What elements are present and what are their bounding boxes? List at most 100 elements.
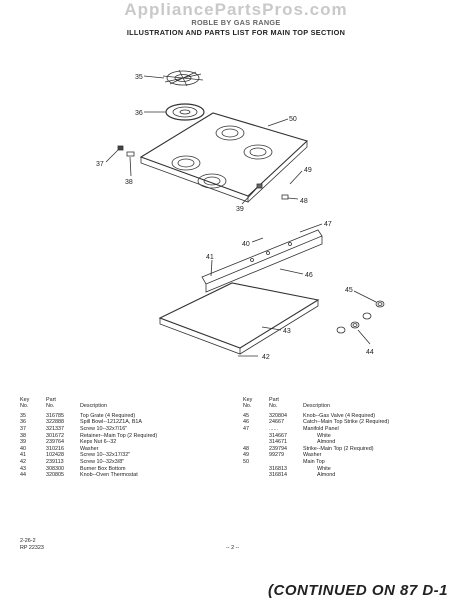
key-no: 35 bbox=[20, 412, 26, 419]
knob-oven-thermostat bbox=[350, 321, 360, 329]
retainer bbox=[126, 151, 135, 157]
key-no: 50 bbox=[243, 458, 249, 465]
part-no: 301672 bbox=[46, 432, 64, 439]
description: Top Grate (4 Required) bbox=[80, 412, 136, 419]
callout-40: 40 bbox=[242, 241, 250, 248]
description: Screw 10--32x7/16" bbox=[80, 426, 128, 432]
key-no bbox=[243, 472, 269, 479]
description: Screw 10--32x17/32" bbox=[80, 452, 131, 459]
key-no: 44 bbox=[20, 472, 26, 479]
key-no: 37 bbox=[20, 426, 26, 432]
callout-48: 48 bbox=[300, 198, 308, 205]
table-row: 47...... Manifold Panel bbox=[243, 426, 458, 433]
description: Washer bbox=[80, 445, 99, 452]
part-no: 99279 bbox=[269, 452, 284, 459]
key-no: 36 bbox=[20, 419, 26, 426]
part-no: 320804 bbox=[269, 412, 287, 419]
key-no: 45 bbox=[243, 412, 249, 419]
description: Spill Bowl--1212Z1A, B1A bbox=[80, 419, 143, 426]
key-no: 39 bbox=[20, 439, 26, 446]
callout-39: 39 bbox=[236, 206, 244, 213]
part-no: 24667 bbox=[269, 419, 284, 426]
manifold-panel bbox=[201, 229, 323, 293]
table-row: 39 239764 Keps Nut 6--32 bbox=[20, 439, 225, 446]
page-header: ROBLE BY GAS RANGE ILLUSTRATION AND PART… bbox=[0, 18, 472, 38]
part-no: ...... bbox=[269, 426, 278, 432]
part-header: Part No. bbox=[46, 397, 56, 410]
document-code-2: RP 22323 bbox=[20, 545, 44, 551]
part-no: 316785 bbox=[46, 412, 64, 419]
callout-42: 42 bbox=[262, 354, 270, 361]
table-row: 316814 Almond bbox=[243, 472, 458, 479]
parts-table-right: Key No. Part No. Description 45 320804 Kno… bbox=[243, 397, 458, 479]
part-header: Part No. bbox=[269, 397, 279, 410]
key-no bbox=[243, 439, 269, 446]
callout-38: 38 bbox=[125, 179, 133, 186]
part-no: 321337 bbox=[46, 426, 64, 432]
description: Strike--Main Top (2 Required) bbox=[303, 445, 374, 452]
table-row: 314671 Almond bbox=[243, 439, 458, 446]
spill-bowl bbox=[165, 103, 205, 121]
key-no bbox=[243, 466, 269, 473]
table-header: Key No. Part No. Description bbox=[243, 397, 458, 410]
part-no: 239764 bbox=[46, 439, 64, 446]
part-no: 314667 bbox=[269, 432, 287, 439]
key-no bbox=[243, 433, 269, 440]
callout-43: 43 bbox=[283, 328, 291, 335]
top-grate bbox=[162, 69, 204, 87]
table-row: 40 310216 Washer bbox=[20, 446, 225, 453]
callout-49: 49 bbox=[304, 167, 312, 174]
key-no: 43 bbox=[20, 465, 26, 472]
knob-gas-valve bbox=[375, 300, 385, 308]
description: Burner Box Bottom bbox=[80, 465, 126, 472]
key-no: 48 bbox=[243, 445, 249, 452]
table-row: 37 321337 Screw 10--32x7/16" bbox=[20, 426, 225, 433]
callout-37: 37 bbox=[96, 161, 104, 168]
description-header: Description bbox=[80, 403, 107, 409]
table-header: Key No. Part No. Description bbox=[20, 397, 225, 410]
part-no: 316813 bbox=[269, 465, 287, 472]
document-codes: 2-26-2 RP 22323 bbox=[20, 538, 44, 552]
description: Keps Nut 6--32 bbox=[80, 439, 117, 446]
callout-46: 46 bbox=[305, 272, 313, 279]
table-row: 314667 White bbox=[243, 433, 458, 440]
part-no: 239113 bbox=[46, 458, 64, 465]
table-row: 45 320804 Knob--Gas Valve (4 Required) bbox=[243, 413, 458, 420]
part-no: 314671 bbox=[269, 439, 287, 446]
table-row: 48 239794 Strike--Main Top (2 Required) bbox=[243, 446, 458, 453]
key-no: 40 bbox=[20, 445, 26, 452]
description: Knob--Gas Valve (4 Required) bbox=[303, 412, 376, 419]
description: Almond bbox=[317, 439, 336, 446]
main-top bbox=[139, 112, 309, 203]
description: Washer bbox=[303, 452, 322, 459]
header-title: ILLUSTRATION AND PARTS LIST FOR MAIN TOP… bbox=[126, 28, 346, 37]
callout-35: 35 bbox=[135, 74, 143, 81]
callout-45: 45 bbox=[345, 287, 353, 294]
description: White bbox=[317, 432, 331, 439]
part-no: 320805 bbox=[46, 472, 64, 479]
watermark: AppliancePartsPros.com bbox=[124, 0, 348, 19]
key-no: 47 bbox=[243, 426, 249, 432]
callout-36: 36 bbox=[135, 110, 143, 117]
document-code-1: 2-26-2 bbox=[20, 538, 36, 544]
part-no: 316814 bbox=[269, 472, 287, 479]
screw bbox=[117, 145, 124, 151]
part-no: 239794 bbox=[269, 445, 287, 452]
continued-note: (CONTINUED ON 87 D-1 bbox=[268, 582, 449, 599]
burner-box-bottom bbox=[158, 282, 320, 355]
part-no bbox=[269, 459, 303, 466]
part-no: 310216 bbox=[46, 445, 64, 452]
description: Manifold Panel bbox=[303, 426, 339, 432]
description: Almond bbox=[317, 472, 336, 479]
table-row: 35 316785 Top Grate (4 Required) bbox=[20, 413, 225, 420]
part-no: 102428 bbox=[46, 452, 64, 459]
keps-nut bbox=[256, 183, 263, 189]
callout-41: 41 bbox=[206, 254, 214, 261]
callout-44: 44 bbox=[366, 349, 374, 356]
